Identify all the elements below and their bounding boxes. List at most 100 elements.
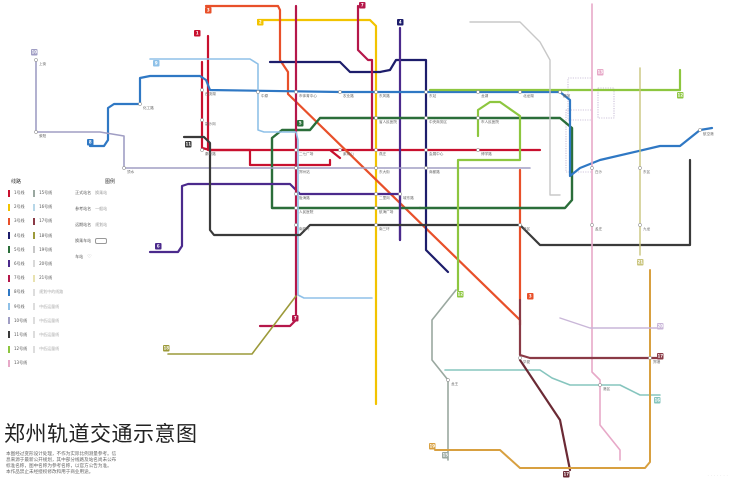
metro-line-3[interactable] [204,4,522,327]
station[interactable]: 中原 [256,90,269,98]
metro-line-5[interactable] [270,116,574,210]
metro-line-2[interactable] [256,18,378,406]
station[interactable]: 航海广场 [374,206,394,214]
legend-item: 中低运量线 [33,331,63,339]
station[interactable]: 人民医院 [294,206,314,214]
legend-item: 17号线 [33,217,63,225]
station[interactable]: 商都路 [424,166,440,174]
station-label: 郑港 [653,359,661,364]
station[interactable]: 二里岗 [374,192,390,200]
metro-line-10[interactable] [35,59,531,169]
station[interactable]: 上街 [34,58,47,66]
station-marker-icon [374,90,378,94]
station[interactable]: 市人民医院 [476,116,499,124]
metro-line-6[interactable] [148,182,402,254]
station-label: 新区 [523,226,531,231]
station[interactable]: 孟庄 [590,223,603,231]
legend-symbol-label: 车站 [75,253,84,259]
metro-line-1b[interactable] [206,34,332,167]
legend-label: 16号线 [39,204,53,210]
metro-line-5b[interactable] [270,148,422,210]
metro-line-7[interactable] [258,4,298,328]
station[interactable]: 农业路 [338,90,354,98]
station-marker-icon [374,223,378,227]
station[interactable]: 博学路 [476,148,492,156]
station-marker-icon [294,192,298,196]
station[interactable]: 魏河 [558,90,571,98]
metro-line-16[interactable] [444,369,661,396]
legend-symbols-header: 图例 [104,179,115,185]
metro-line-17[interactable] [518,298,662,360]
station[interactable]: 化工路 [138,102,154,110]
station[interactable]: 省人民医院 [374,116,397,124]
metro-line-20[interactable] [559,317,661,329]
svg-text:9: 9 [155,60,158,65]
legend-item: 规划中的线路 [33,288,63,296]
station[interactable]: 碧沙岗 [200,118,216,126]
station[interactable]: 东区 [638,166,651,174]
station[interactable]: 白沙 [590,166,603,174]
station[interactable]: 荥阳 [34,130,47,138]
station-label: 上街 [39,61,47,66]
station[interactable]: 港区 [598,383,611,391]
legend-item: 8号线 [8,288,27,296]
line-color-swatch-icon [8,232,10,240]
station[interactable]: 东站 [424,90,437,98]
station-marker-icon [200,88,204,92]
metro-line-1[interactable] [200,60,542,160]
line-badge-3: 3 [205,7,212,14]
station[interactable]: 会展中心 [424,148,444,156]
station[interactable]: 燕庄 [374,148,387,156]
station-label: 博学路 [481,151,492,156]
station[interactable]: 秦岭路 [200,148,216,156]
metro-line-13[interactable] [591,3,621,461]
station[interactable]: 紫荆山 [338,148,354,156]
metro-line-11[interactable] [182,135,692,247]
station[interactable]: 郑港 [648,356,661,364]
station[interactable]: 二七广场 [294,148,314,156]
legend-label: 中低运量线 [39,317,60,323]
station[interactable]: 郑州站 [294,166,310,174]
station[interactable]: 市体育中心 [294,90,317,98]
line-badge-15: 15 [442,452,449,459]
station[interactable]: 西流湖 [200,88,216,96]
station[interactable]: 陇海路 [294,192,310,200]
svg-text:3: 3 [529,293,532,298]
line-badge-6: 6 [155,243,162,250]
metro-line-12b[interactable] [456,100,522,292]
legend-symbol-item: 车站♡ [75,253,107,260]
station-label: 二七广场 [299,151,314,156]
metro-line-4[interactable] [268,58,450,274]
station-marker-icon [590,223,594,227]
station[interactable]: 南四环 [294,223,310,231]
station-label: 二里岗 [379,195,390,200]
line-badge-13: 13 [597,69,604,76]
station[interactable]: 须水 [122,166,135,174]
station[interactable]: 新区 [518,223,531,231]
station[interactable]: 华夏 [518,356,531,364]
metro-line-19[interactable] [434,269,651,469]
station[interactable]: 东大街 [374,166,390,174]
station-marker-icon [424,148,428,152]
metro-line-18[interactable] [167,295,297,355]
station[interactable]: 中央商务区 [424,116,447,124]
station[interactable]: 东风路 [374,90,390,98]
metro-line-9[interactable] [149,58,373,299]
metro-line-14[interactable] [469,21,561,196]
station[interactable]: 南三环 [374,223,390,231]
station[interactable]: 九龙 [638,223,651,231]
metro-line-17b[interactable] [518,358,572,472]
station[interactable]: 城东路 [398,192,414,200]
metro-line-15[interactable] [431,289,457,461]
line-badge-2: 2 [257,19,264,26]
metro-line-12[interactable] [428,68,682,92]
station[interactable]: 龙湖 [476,90,489,98]
metro-line-7b[interactable] [356,4,374,152]
station[interactable]: 北龙湖 [518,90,534,98]
legend-label: 13号线 [14,360,28,366]
station-label: 商都路 [429,169,440,174]
station[interactable]: 龙王 [446,378,459,386]
station[interactable]: 航空港 [698,128,714,136]
svg-text:15: 15 [442,452,448,457]
